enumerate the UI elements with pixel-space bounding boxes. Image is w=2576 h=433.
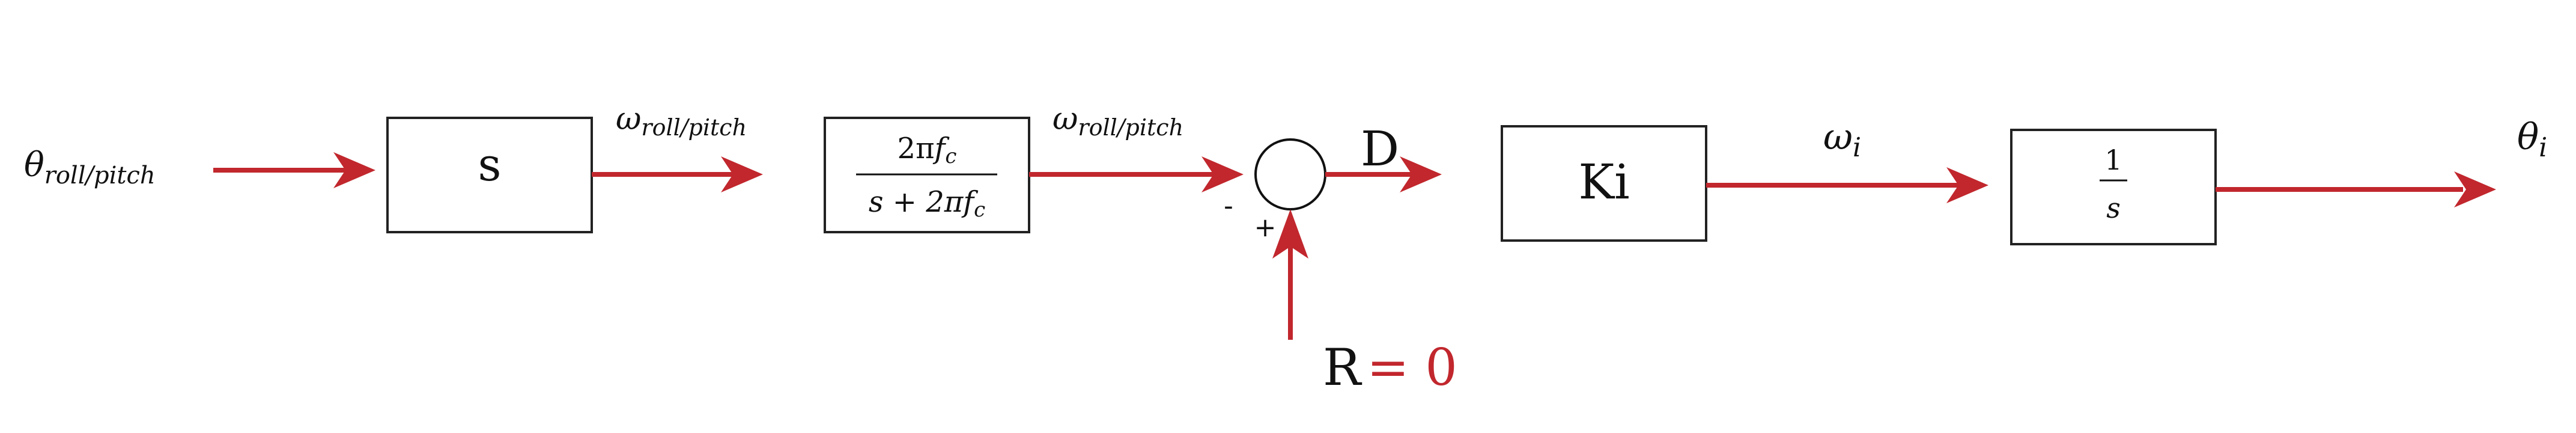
omega-roll-pitch-label-1: ωroll/pitch	[616, 101, 747, 141]
arrowhead-input-to-s	[333, 152, 375, 188]
gain-label: Ki	[1578, 154, 1629, 210]
lowpass-denominator-sub: c	[974, 198, 985, 222]
integrator-block	[2010, 129, 2217, 245]
integrator-denominator: s	[2106, 192, 2121, 224]
output-theta-subscript: i	[2539, 132, 2547, 163]
arrowhead-reference-to-sum	[1272, 209, 1308, 259]
sum-plus-sign: +	[1254, 212, 1277, 243]
lowpass-numerator: 2πfc	[898, 132, 957, 168]
arrowhead-integrator-to-output	[2454, 171, 2496, 207]
lowpass-denominator: s + 2πfc	[869, 185, 985, 222]
input-theta-label: θroll/pitch	[24, 146, 156, 189]
integrator-numerator: 1	[2104, 144, 2122, 176]
omega-roll-pitch-label-2: ωroll/pitch	[1053, 101, 1183, 141]
output-theta-symbol: θ	[2517, 116, 2539, 158]
reference-label: R= 0	[1323, 338, 1457, 397]
input-theta-subscript: roll/pitch	[44, 162, 156, 189]
reference-name: R	[1323, 338, 1362, 397]
omega-i-symbol: ω	[1823, 116, 1853, 158]
omega-i-label: ωi	[1823, 116, 1861, 163]
omega-i-subscript: i	[1853, 132, 1861, 163]
reference-equals: = 0	[1367, 338, 1457, 397]
lowpass-numerator-sub: c	[945, 144, 956, 168]
arrowhead-s-to-lowpass	[721, 156, 763, 192]
output-theta-i-label: θi	[2517, 116, 2547, 163]
omega-2-symbol: ω	[1053, 101, 1078, 137]
lowpass-numerator-pre: 2π	[898, 132, 935, 165]
summing-junction-circle	[1254, 138, 1326, 210]
arrowhead-gain-to-integrator	[1946, 167, 1988, 203]
omega-2-subscript: roll/pitch	[1078, 114, 1183, 141]
input-theta-symbol: θ	[24, 146, 44, 185]
error-signal-d-label: D	[1361, 121, 1399, 177]
omega-1-symbol: ω	[616, 101, 641, 137]
differentiator-label: s	[478, 138, 501, 191]
omega-1-subscript: roll/pitch	[641, 114, 747, 141]
gain-block	[1501, 125, 1707, 242]
differentiator-block	[386, 117, 593, 233]
lowpass-denominator-pre: s + 2π	[869, 185, 964, 219]
arrowhead-sum-to-gain	[1400, 156, 1442, 192]
sum-minus-sign: -	[1224, 191, 1233, 221]
arrowhead-lowpass-to-sum	[1201, 156, 1244, 192]
